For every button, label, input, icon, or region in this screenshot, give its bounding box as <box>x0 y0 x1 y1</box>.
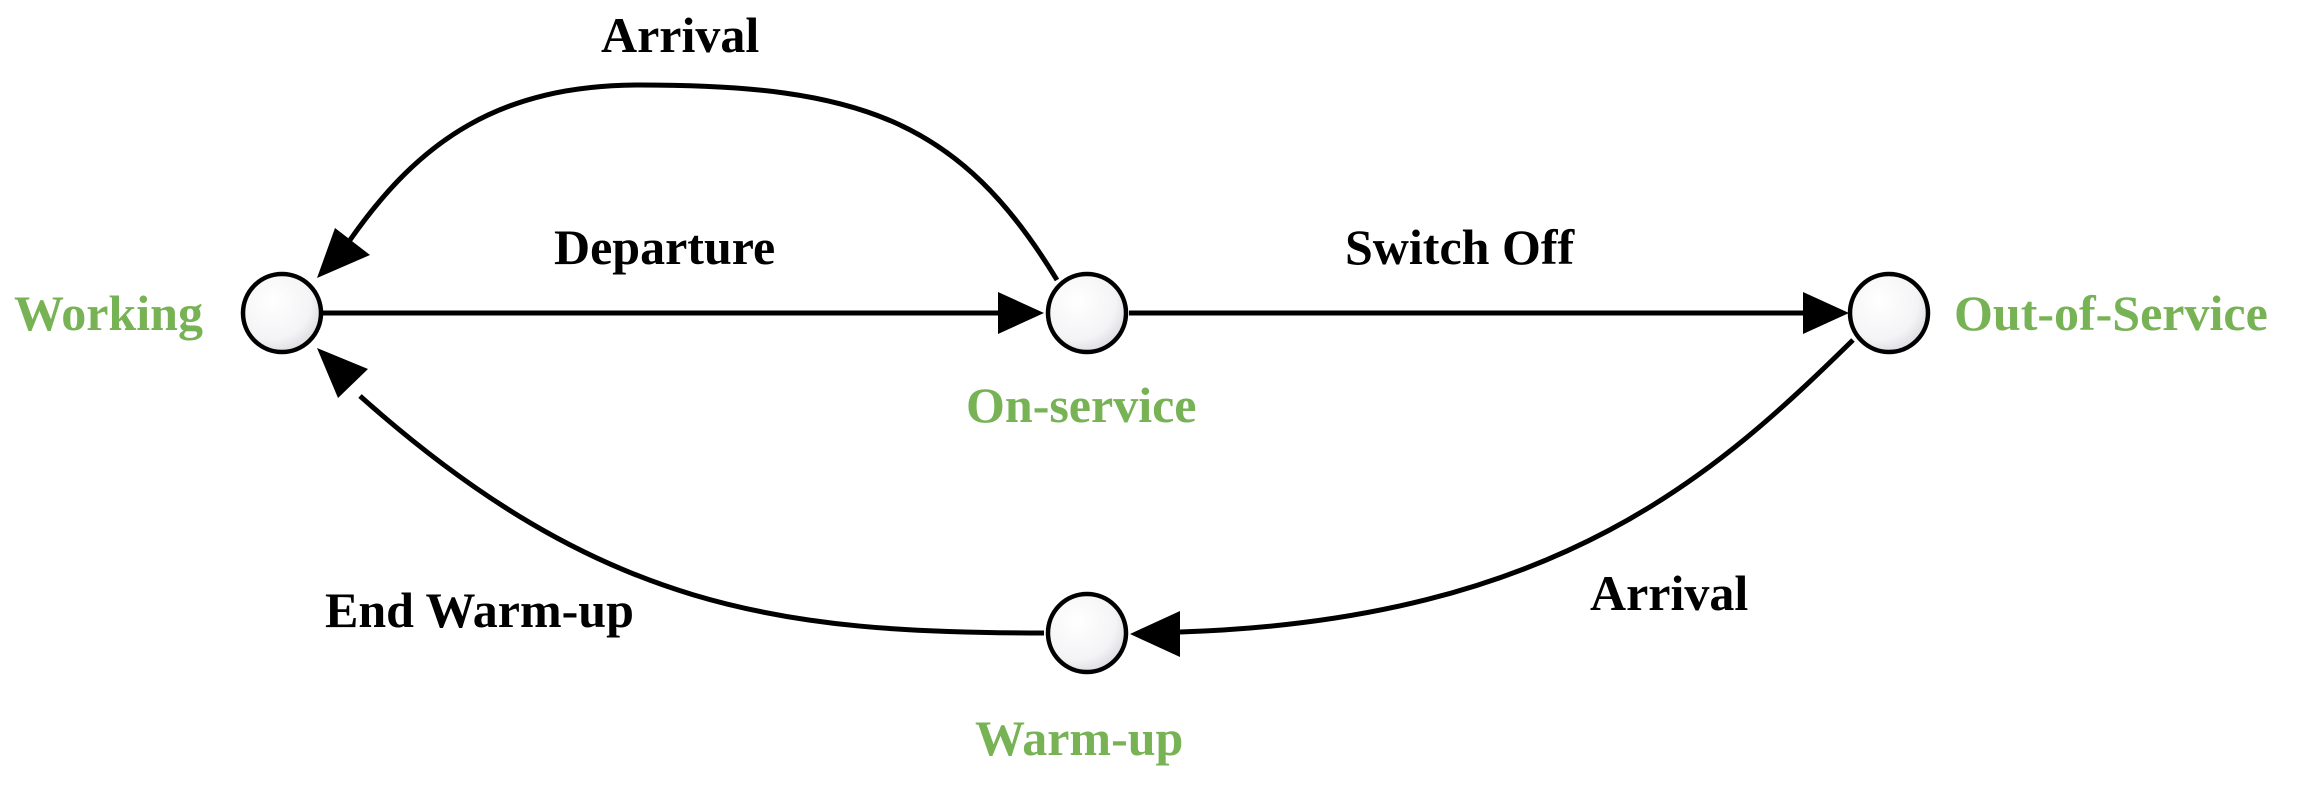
arrowhead-switch-off <box>1803 292 1849 334</box>
state-label-working: Working <box>14 285 203 341</box>
state-node-warm-up <box>1045 591 1129 675</box>
edge-arrival-bottom <box>1179 338 1855 635</box>
state-node-working <box>240 271 324 355</box>
transition-label-end-warm-up: End Warm-up <box>325 582 634 638</box>
state-label-out-of-service: Out-of-Service <box>1954 285 2268 341</box>
arrowhead-arrival-top <box>317 228 370 278</box>
transition-label-arrival-top: Arrival <box>601 7 759 63</box>
state-label-warm-up: Warm-up <box>975 710 1183 766</box>
edge-end-warm-up <box>358 394 1045 636</box>
state-node-on-service <box>1045 271 1129 355</box>
state-node-out-of-service <box>1847 271 1931 355</box>
edge-arrival-top <box>347 82 1060 282</box>
state-label-on-service: On-service <box>966 377 1196 433</box>
arrowhead-departure <box>998 292 1044 334</box>
arrowhead-end-warm-up <box>317 348 368 398</box>
transition-label-switch-off: Switch Off <box>1345 219 1576 275</box>
transition-label-departure: Departure <box>554 219 775 275</box>
arrowhead-arrival-bottom <box>1130 611 1180 657</box>
transition-label-arrival-bottom: Arrival <box>1590 565 1748 621</box>
